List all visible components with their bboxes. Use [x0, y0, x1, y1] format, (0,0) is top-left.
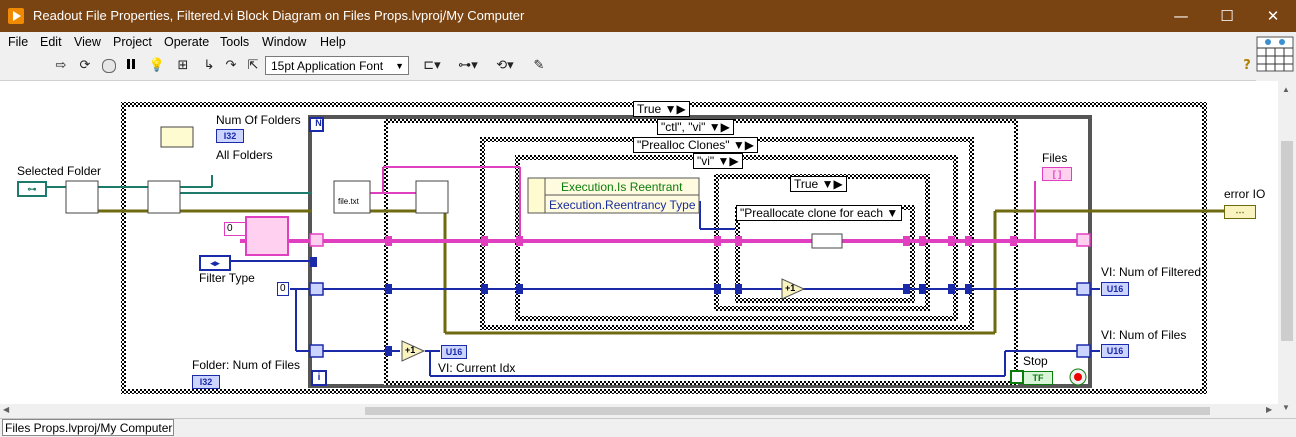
vi-current-idx-label: VI: Current Idx: [438, 361, 516, 375]
num-of-folders-indicator[interactable]: I32: [216, 129, 244, 143]
filter-type-label: Filter Type: [199, 271, 255, 285]
error-io-indicator[interactable]: ⋯: [1224, 205, 1256, 219]
num-of-folders-label: Num Of Folders: [216, 113, 301, 127]
font-selector[interactable]: 15pt Application Font ▼: [265, 56, 409, 75]
scroll-right-icon[interactable]: ▶: [1266, 405, 1273, 414]
files-indicator[interactable]: [ ]: [1042, 167, 1072, 181]
selected-folder-label: Selected Folder: [17, 164, 102, 178]
vertical-scrollbar[interactable]: ▲ ▼: [1278, 81, 1296, 418]
filter-type-control[interactable]: ◂▸: [199, 255, 231, 271]
menu-file[interactable]: File: [8, 35, 29, 49]
case-selector-true-inner[interactable]: True ▼▶: [790, 176, 847, 192]
window-title: Readout File Properties, Filtered.vi Blo…: [33, 8, 525, 23]
loop-count-terminal: N: [315, 118, 322, 128]
selected-folder-control[interactable]: ⊶: [17, 181, 47, 197]
retain-wire-values-icon[interactable]: ⊞: [177, 58, 189, 73]
minimize-button[interactable]: —: [1173, 7, 1189, 25]
case-selector-prealloc-each[interactable]: "Preallocate clone for each ▼: [736, 205, 903, 221]
case-selector-ctl-vi[interactable]: "ctl", "vi" ▼▶: [657, 119, 734, 135]
vi-num-filtered-indicator[interactable]: U16: [1101, 282, 1129, 296]
scroll-down-icon[interactable]: ▼: [1282, 403, 1290, 412]
step-over-icon[interactable]: ↷: [225, 58, 237, 73]
folder-num-files-label: Folder: Num of Files: [192, 358, 301, 372]
title-bar: Readout File Properties, Filtered.vi Blo…: [0, 0, 1296, 32]
horizontal-scroll-thumb[interactable]: [365, 407, 1210, 415]
context-help-icon[interactable]: ?: [1243, 58, 1251, 73]
zero-numeric-constant[interactable]: 0: [277, 282, 289, 296]
case-selector-prealloc[interactable]: "Prealloc Clones" ▼▶: [633, 137, 759, 153]
block-diagram-canvas[interactable]: True ▼▶ "ctl", "vi" ▼▶ "Prealloc Clones"…: [0, 81, 1278, 404]
menu-view[interactable]: View: [74, 35, 101, 49]
run-arrow-icon[interactable]: ⇨: [55, 58, 67, 73]
stop-control[interactable]: TF: [1023, 371, 1053, 385]
run-continuously-icon[interactable]: ⟳: [79, 58, 91, 73]
files-label: Files: [1042, 151, 1068, 165]
toolbar: ⇨ ⟳ 💡 ⊞ ↳ ↷ ⇱ 15pt Application Font ▼ ⊏▾…: [0, 52, 1256, 81]
current-idx-indicator[interactable]: U16: [441, 345, 467, 359]
diagram-wiring: [45, 102, 1224, 394]
scroll-left-icon[interactable]: ◀: [3, 405, 10, 414]
vi-num-files-indicator[interactable]: U16: [1101, 344, 1129, 358]
vi-num-filtered-label: VI: Num of Filtered: [1101, 265, 1202, 279]
property-is-reentrant[interactable]: Execution.Is Reentrant: [561, 180, 683, 194]
vertical-scroll-thumb[interactable]: [1281, 141, 1293, 341]
error-io-label: error IO: [1224, 187, 1266, 201]
menu-edit[interactable]: Edit: [40, 35, 62, 49]
step-into-icon[interactable]: ↳: [203, 58, 215, 73]
menu-project[interactable]: Project: [113, 35, 152, 49]
menu-bar: File Edit View Project Operate Tools Win…: [0, 32, 1256, 52]
stop-label: Stop: [1023, 354, 1048, 368]
cleanup-icon[interactable]: ✎: [533, 58, 545, 73]
menu-tools[interactable]: Tools: [220, 35, 250, 49]
file-txt-constant[interactable]: file.txt: [338, 197, 359, 206]
vi-icon[interactable]: [1256, 36, 1294, 72]
loop-iteration-terminal: i: [317, 372, 321, 383]
property-reentrancy-type[interactable]: Execution.Reentrancy Type: [549, 198, 696, 212]
reorder-icon[interactable]: ⟲▾: [496, 58, 514, 73]
menu-help[interactable]: Help: [320, 35, 346, 49]
font-selector-value: 15pt Application Font: [271, 59, 384, 73]
close-button[interactable]: ✕: [1266, 7, 1280, 25]
vi-num-files-label: VI: Num of Files: [1101, 328, 1187, 342]
case-selector-vi[interactable]: "vi" ▼▶: [693, 153, 743, 169]
abort-icon[interactable]: [100, 57, 118, 75]
case-selector-true[interactable]: True ▼▶: [633, 101, 690, 117]
folder-num-files-indicator[interactable]: I32: [192, 375, 220, 389]
status-bar: Files Props.lvproj/My Computer: [0, 418, 1296, 437]
all-folders-label: All Folders: [216, 148, 273, 162]
increment-node[interactable]: +1: [405, 345, 416, 355]
increment-node-inner[interactable]: +1: [785, 283, 796, 293]
distribute-icon[interactable]: ⊶▾: [458, 58, 478, 73]
maximize-button[interactable]: ☐: [1220, 7, 1234, 25]
project-path[interactable]: Files Props.lvproj/My Computer: [2, 419, 174, 436]
zero-string-constant[interactable]: 0: [224, 222, 246, 236]
align-icon[interactable]: ⊏▾: [423, 58, 441, 73]
pause-icon[interactable]: [122, 57, 140, 75]
highlight-execution-icon[interactable]: 💡: [148, 58, 166, 73]
labview-app-icon: [8, 8, 24, 24]
menu-operate[interactable]: Operate: [164, 35, 210, 49]
menu-window[interactable]: Window: [262, 35, 307, 49]
horizontal-scrollbar[interactable]: ◀ ▶: [0, 404, 1278, 418]
scroll-up-icon[interactable]: ▲: [1282, 85, 1290, 94]
step-out-icon[interactable]: ⇱: [247, 58, 259, 73]
chevron-down-icon: ▼: [395, 61, 404, 71]
